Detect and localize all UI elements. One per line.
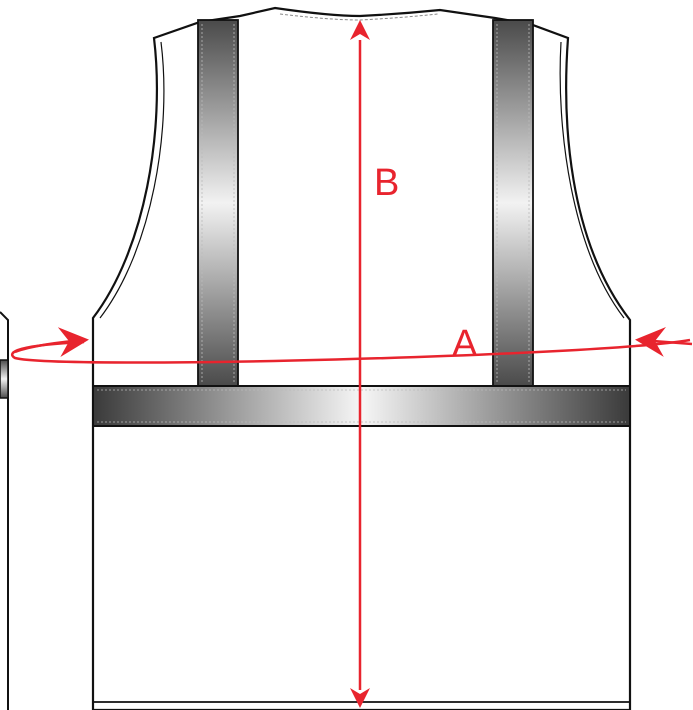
reflective-band-horizontal <box>92 385 631 427</box>
measurement-b: B <box>350 20 399 708</box>
arrow-up-icon <box>350 20 370 40</box>
adjacent-vest-edge <box>0 311 9 710</box>
measurement-a: A <box>10 323 693 365</box>
arrow-down-icon <box>350 688 370 708</box>
reflective-strap-right <box>492 19 534 387</box>
measurement-a-label: A <box>452 323 478 365</box>
measurement-b-label: B <box>374 162 399 204</box>
reflective-strap-left <box>197 19 239 387</box>
